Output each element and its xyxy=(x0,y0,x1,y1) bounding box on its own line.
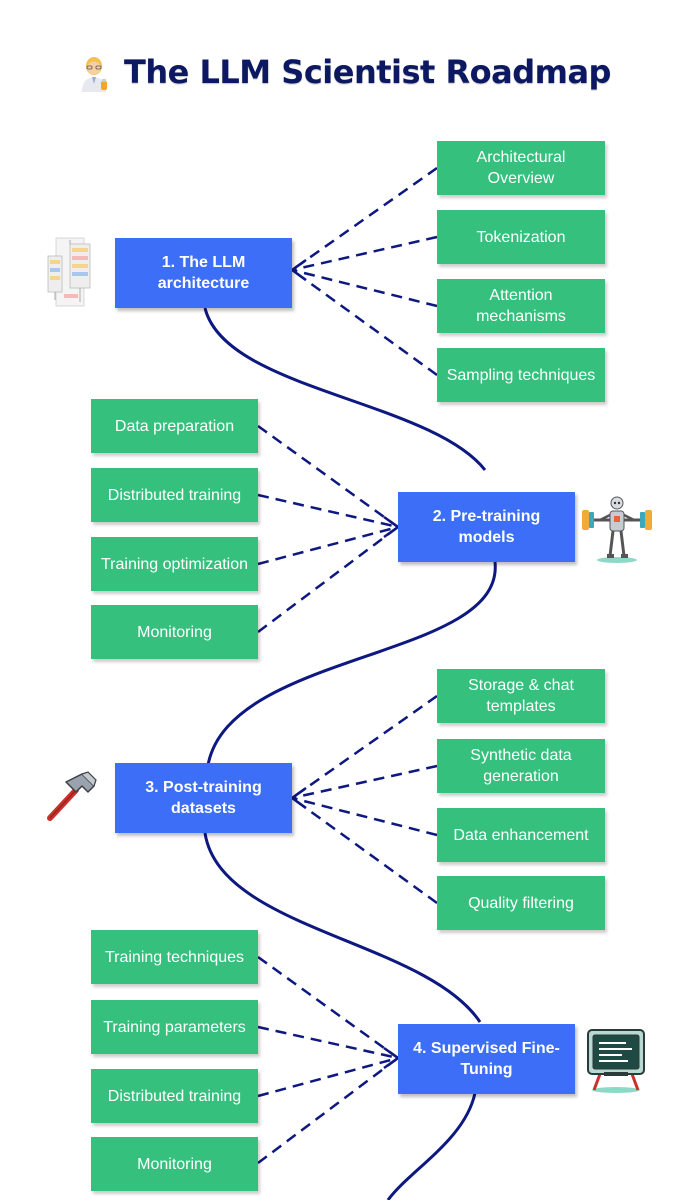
topic-node: Sampling techniques xyxy=(437,348,605,402)
connector-dashed xyxy=(257,525,399,566)
topic-node: Data preparation xyxy=(91,399,258,453)
topic-node: Training parameters xyxy=(91,1000,258,1054)
arrowhead xyxy=(383,1046,401,1070)
topic-node: Training optimization xyxy=(91,537,258,591)
connector-dashed xyxy=(291,796,438,837)
connector-dashed xyxy=(257,1025,399,1060)
robot-weightlifter-icon xyxy=(582,496,652,563)
connector-dashed xyxy=(257,1056,399,1098)
topic-node: Data enhancement xyxy=(437,808,605,862)
connector-dashed xyxy=(291,268,438,377)
connector-dashed xyxy=(257,493,399,529)
section-node-llm-architecture: 1. The LLM architecture xyxy=(115,238,292,308)
scientist-icon xyxy=(82,57,108,92)
topic-node: Storage & chat templates xyxy=(437,669,605,723)
connector-dashed xyxy=(257,1057,399,1164)
section-node-pre-training: 2. Pre-training models xyxy=(398,492,575,562)
connector-dashed xyxy=(291,764,438,800)
page-title-text: The LLM Scientist Roadmap xyxy=(124,53,611,91)
arrowhead xyxy=(289,258,307,282)
topic-node: Monitoring xyxy=(91,1137,258,1191)
topic-node: Attention mechanisms xyxy=(437,279,605,333)
connector-dashed xyxy=(291,166,438,272)
arrowhead xyxy=(289,786,307,810)
topic-node: Quality filtering xyxy=(437,876,605,930)
connector-dashed xyxy=(257,424,399,529)
page-title: The LLM Scientist Roadmap xyxy=(0,50,685,94)
connector-dashed xyxy=(291,796,438,905)
roadmap-path xyxy=(203,307,497,1200)
topic-node: Monitoring xyxy=(91,605,258,659)
topic-node: Tokenization xyxy=(437,210,605,264)
chalkboard-icon xyxy=(587,1029,645,1093)
topic-node: Distributed training xyxy=(91,468,258,522)
transformer-diagram-icon xyxy=(47,237,91,307)
topic-node: Training techniques xyxy=(91,930,258,984)
section-node-post-training-datasets: 3. Post-training datasets xyxy=(115,763,292,833)
connector-dashed xyxy=(291,235,438,272)
topic-node: Architectural Overview xyxy=(437,141,605,195)
topic-node: Distributed training xyxy=(91,1069,258,1123)
connector-dashed xyxy=(257,526,399,633)
connector-dashed xyxy=(291,694,438,800)
connector-dashed xyxy=(291,268,438,308)
hammer-icon xyxy=(47,771,97,821)
topic-node: Synthetic data generation xyxy=(437,739,605,793)
arrowhead xyxy=(383,515,401,539)
section-node-supervised-fine-tuning: 4. Supervised Fine-Tuning xyxy=(398,1024,575,1094)
connector-dashed xyxy=(257,955,399,1060)
